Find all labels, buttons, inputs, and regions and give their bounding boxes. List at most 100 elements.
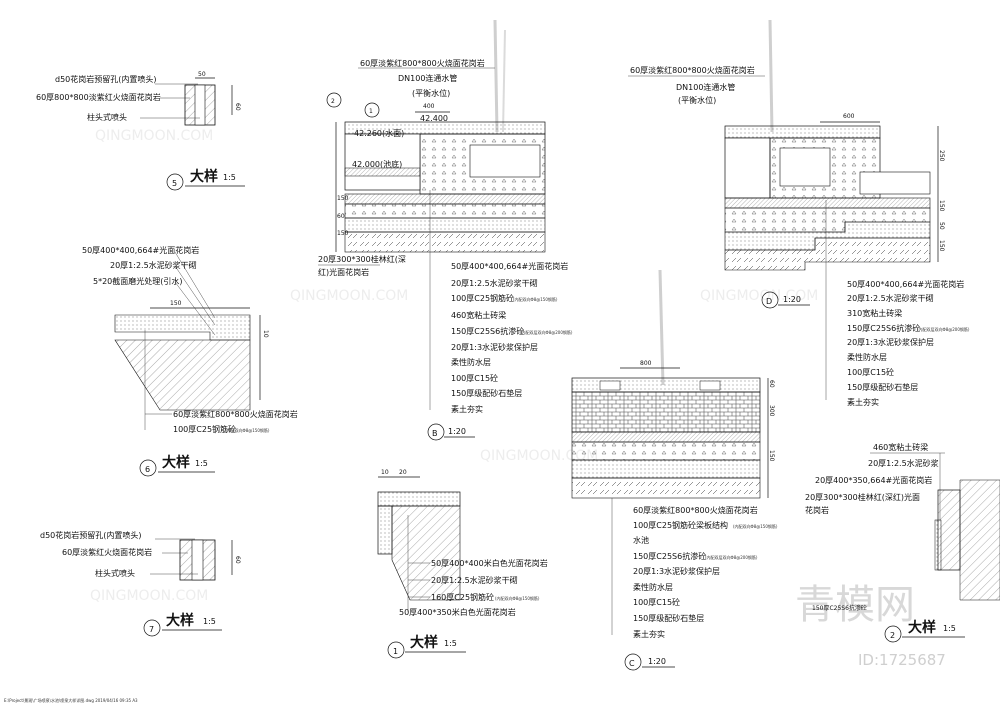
layer-label: 素土夯实 bbox=[847, 397, 879, 407]
callout-label: 20厚1:2.5水泥砂浆干砌 bbox=[431, 575, 518, 585]
dim-label: 50 bbox=[938, 222, 945, 230]
detail-number: D bbox=[766, 297, 772, 306]
callout-label: (平衡水位) bbox=[678, 95, 716, 105]
detail-d: 60厚淡紫红800*800火烧面花岗岩 DN100连通水管 (平衡水位) 600… bbox=[628, 19, 970, 407]
level-label: 42.400 bbox=[420, 114, 448, 123]
layer-label: 20厚1:2.5水泥砂浆干砌 bbox=[451, 278, 538, 288]
watermark-brand: QINGMOON.COM bbox=[700, 288, 818, 304]
dim-label: 600 bbox=[843, 113, 855, 120]
dim-label: 250 bbox=[938, 150, 945, 162]
callout-label: 60厚800*800淡紫红火烧面花岗岩 bbox=[36, 92, 161, 102]
layer-note: (内配双层双向Φ8@200钢筋) bbox=[705, 554, 758, 560]
callout-label: 20厚300*300桂林红(深红)光面 bbox=[805, 492, 920, 502]
dim-label: 60 bbox=[234, 103, 241, 111]
callout-label: 花岗岩 bbox=[805, 505, 829, 515]
callout-label: 100厚C25钢筋砼 bbox=[173, 424, 236, 434]
layer-label: 100厚C15砼 bbox=[633, 597, 680, 607]
detail-title: 大样 bbox=[166, 612, 194, 629]
level-label: 42.260(水面) bbox=[354, 128, 404, 138]
callout-label: 5*20截面磨光处理(引水) bbox=[93, 276, 183, 286]
detail-title: 大样 bbox=[162, 454, 190, 471]
callout-label: DN100连通水管 bbox=[398, 73, 457, 83]
callout-label: d50花岗岩预留孔(内置喷头) bbox=[55, 74, 157, 84]
callout-label: 60厚淡紫红火烧面花岗岩 bbox=[62, 547, 152, 557]
detail-5: 50 60 d50花岗岩预留孔(内置喷头) 60厚800*800淡紫红火烧面花岗… bbox=[36, 71, 245, 191]
watermark-id: ID:1725687 bbox=[858, 651, 946, 669]
layer-note: (内配双层双向Φ8@200钢筋) bbox=[917, 326, 970, 332]
callout-label: 20厚1:2.5水泥砂浆 bbox=[868, 458, 939, 468]
detail-1: 10 20 50厚400*400米白色光面花岗岩 20厚1:2.5水泥砂浆干砌 … bbox=[377, 469, 548, 659]
callout-label: d50花岗岩预留孔(内置喷头) bbox=[40, 530, 142, 540]
detail-6: 150 10 50厚400*400,664#光面花岗岩 20厚1:2.5水泥砂浆… bbox=[82, 245, 298, 477]
dim-label: 60 bbox=[337, 213, 345, 220]
watermark-brand: QINGMOON.COM bbox=[90, 588, 208, 604]
layer-label: 50厚400*400,664#光面花岗岩 bbox=[451, 261, 568, 271]
layer-label: 素土夯实 bbox=[451, 404, 483, 414]
callout-label: 60厚淡紫红800*800火烧面花岗岩 bbox=[630, 65, 755, 75]
detail-b: 150 60 150 400 2 1 42.260(水面) 42.400 42.… bbox=[318, 19, 573, 441]
dim-label: 150 bbox=[337, 195, 349, 202]
callout-note: (内配双向Φ8@150钢筋) bbox=[495, 595, 540, 601]
callout-label: 20厚300*300桂林红(深 bbox=[318, 254, 406, 264]
detail-7: 60 d50花岗岩预留孔(内置喷头) 60厚淡紫红火烧面花岗岩 柱头式喷头 7 … bbox=[40, 530, 241, 637]
layer-label: 柔性防水层 bbox=[451, 357, 491, 367]
detail-title: 大样 bbox=[410, 634, 438, 651]
layer-label: 20厚1:2.5水泥砂浆干砌 bbox=[847, 293, 934, 303]
layer-label: 150厚C25S6抗渗砼 bbox=[633, 551, 706, 561]
detail-scale: 1:5 bbox=[203, 617, 216, 626]
layer-label: 60厚淡紫红800*800火烧面花岗岩 bbox=[633, 505, 758, 515]
callout-label: 20厚400*350,664#光面花岗岩 bbox=[815, 475, 932, 485]
detail-number: 2 bbox=[890, 631, 895, 640]
layer-label: 柔性防水层 bbox=[633, 582, 673, 592]
detail-scale: 1:5 bbox=[943, 624, 956, 633]
layer-label: 150厚级配砂石垫层 bbox=[451, 388, 522, 398]
callout-label: 柱头式喷头 bbox=[95, 568, 135, 578]
layer-label: 柔性防水层 bbox=[847, 352, 887, 362]
callout-label: 460宽粘土砖梁 bbox=[873, 442, 928, 452]
dim-label: 60 bbox=[234, 556, 241, 564]
layer-label: 20厚1:3水泥砂浆保护层 bbox=[451, 342, 538, 352]
detail-scale: 1:20 bbox=[783, 295, 801, 304]
level-label: 42.000(池底) bbox=[352, 159, 402, 169]
layer-label: 100厚C15砼 bbox=[847, 367, 894, 377]
detail-scale: 1:5 bbox=[195, 459, 208, 468]
callout-label: (平衡水位) bbox=[412, 88, 450, 98]
detail-2: 460宽粘土砖梁 20厚1:2.5水泥砂浆 20厚400*350,664#光面花… bbox=[805, 442, 1000, 643]
layer-label: 460宽粘土砖梁 bbox=[451, 310, 506, 320]
layer-label: 素土夯实 bbox=[633, 629, 665, 639]
callout-label: 150厚C25S6抗渗砼 bbox=[812, 604, 867, 612]
layer-label: 150厚C25S6抗渗砼 bbox=[451, 326, 524, 336]
dim-label: 800 bbox=[640, 360, 652, 367]
layer-label: 50厚400*400,664#光面花岗岩 bbox=[847, 279, 964, 289]
callout-label: 20厚1:2.5水泥砂浆干砌 bbox=[110, 260, 197, 270]
detail-number: 6 bbox=[145, 465, 150, 474]
layer-label: 水池 bbox=[633, 535, 649, 545]
dim-label: 150 bbox=[337, 230, 349, 237]
callout-note: (内配双向Φ8@150钢筋) bbox=[225, 427, 270, 433]
dim-label: 300 bbox=[768, 405, 775, 417]
dim-label: 150 bbox=[938, 200, 945, 212]
layer-label: 100厚C25钢筋砼梁板结构 bbox=[633, 520, 728, 530]
file-path-footer: E:\Project\景观\广场喷泉\水池\喷泉大样详图.dwg 2019/04… bbox=[4, 697, 138, 703]
callout-label: 60厚淡紫红800*800火烧面花岗岩 bbox=[173, 409, 298, 419]
dim-label: 10 bbox=[381, 469, 389, 476]
layer-label: 20厚1:3水泥砂浆保护层 bbox=[847, 337, 934, 347]
callout-label: 50厚400*350米白色光面花岗岩 bbox=[399, 607, 516, 617]
dim-label: 150 bbox=[768, 450, 775, 462]
detail-number: 1 bbox=[393, 647, 398, 656]
detail-title: 大样 bbox=[908, 619, 936, 636]
dim-label: 50 bbox=[198, 71, 206, 78]
layer-note: (内配双层双向Φ8@200钢筋) bbox=[520, 329, 573, 335]
layer-label: 310宽粘土砖梁 bbox=[847, 308, 902, 318]
detail-scale: 1:20 bbox=[448, 427, 466, 436]
layer-note: (内配双向Φ8@150钢筋) bbox=[733, 523, 778, 529]
detail-number: 7 bbox=[149, 625, 154, 634]
callout-label: 160厚C25钢筋砼 bbox=[431, 592, 494, 602]
dim-label: 150 bbox=[170, 300, 182, 307]
callout-label: 柱头式喷头 bbox=[87, 112, 127, 122]
detail-number-circle bbox=[166, 173, 184, 191]
callout-label: 50厚400*400,664#光面花岗岩 bbox=[82, 245, 199, 255]
layer-label: 150厚级配砂石垫层 bbox=[847, 382, 918, 392]
section-marker: 2 bbox=[331, 98, 335, 105]
section-marker: 1 bbox=[369, 108, 373, 115]
